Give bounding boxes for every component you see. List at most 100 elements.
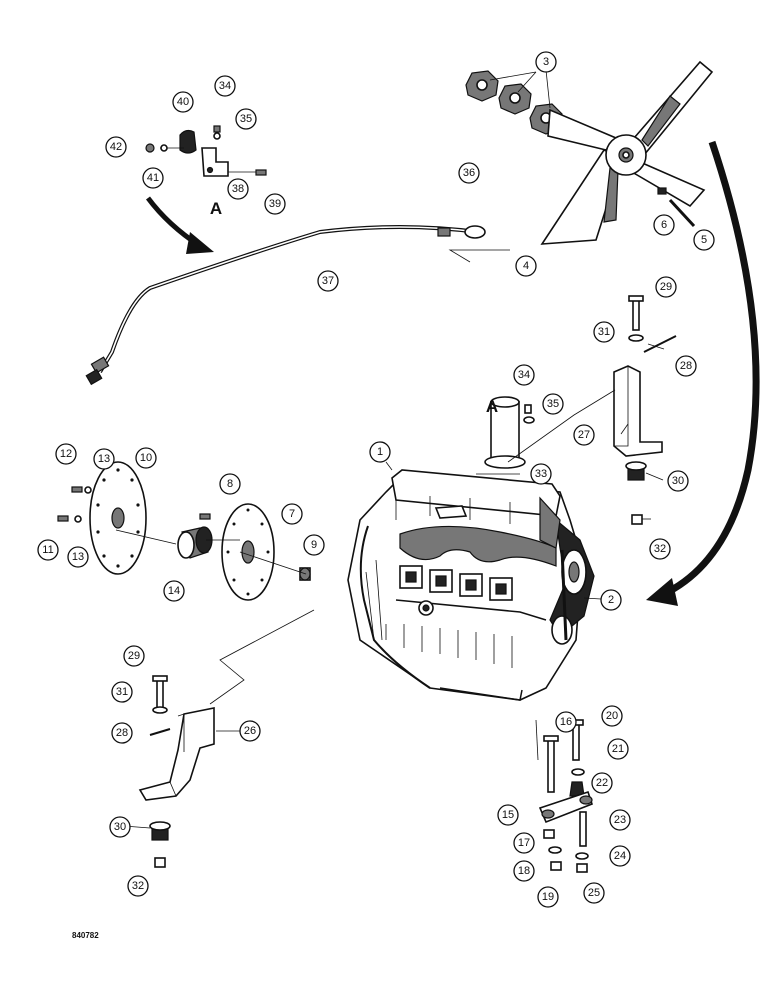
callout-22: 22: [591, 772, 613, 794]
svg-text:30: 30: [672, 475, 684, 487]
callout-14: 14: [163, 580, 185, 602]
leader-lines: [115, 69, 665, 829]
callout-30a: 30: [667, 470, 689, 492]
svg-text:31: 31: [116, 686, 128, 698]
callout-25: 25: [583, 882, 605, 904]
svg-text:27: 27: [578, 429, 590, 441]
callout-23: 23: [609, 809, 631, 831]
callout-34b: 34: [513, 364, 535, 386]
callout-29a: 29: [655, 276, 677, 298]
engine-block: [347, 469, 595, 701]
callout-1: 1: [369, 441, 391, 463]
svg-text:16: 16: [560, 716, 572, 728]
svg-text:25: 25: [588, 887, 600, 899]
dipstick-bracket: [145, 125, 267, 177]
svg-text:4: 4: [523, 260, 529, 272]
callout-17: 17: [513, 832, 535, 854]
svg-text:10: 10: [140, 452, 152, 464]
svg-text:20: 20: [606, 710, 618, 722]
callout-35b: 35: [542, 393, 564, 415]
svg-text:7: 7: [289, 508, 295, 520]
svg-text:35: 35: [240, 113, 252, 125]
callout-5: 5: [693, 229, 715, 251]
left-curved-arrow: [145, 196, 214, 254]
callout-38: 38: [227, 178, 249, 200]
callout-30b: 30: [109, 816, 131, 838]
callout-31b: 31: [111, 681, 133, 703]
svg-text:33: 33: [535, 468, 547, 480]
svg-text:32: 32: [654, 543, 666, 555]
svg-text:37: 37: [322, 275, 334, 287]
svg-text:15: 15: [502, 809, 514, 821]
callout-36: 36: [458, 162, 480, 184]
svg-text:41: 41: [147, 172, 159, 184]
fan-spacers: [465, 70, 563, 135]
view-label-a-upper: A: [210, 199, 222, 218]
lower-mount-hardware: [538, 719, 593, 873]
svg-text:5: 5: [701, 234, 707, 246]
callout-18: 18: [513, 860, 535, 882]
dipstick-tube: [85, 225, 486, 386]
svg-text:42: 42: [110, 141, 122, 153]
callout-40: 40: [172, 91, 194, 113]
callout-32b: 32: [127, 875, 149, 897]
svg-text:8: 8: [227, 478, 233, 490]
callout-3: 3: [535, 51, 557, 73]
svg-text:29: 29: [128, 650, 140, 662]
svg-text:40: 40: [177, 96, 189, 108]
svg-text:22: 22: [596, 777, 608, 789]
svg-text:13: 13: [72, 551, 84, 563]
flywheel-plate: [89, 461, 147, 575]
drive-hub: [177, 526, 213, 559]
callout-34a: 34: [214, 75, 236, 97]
callout-2: 2: [600, 589, 622, 611]
callout-32a: 32: [649, 538, 671, 560]
svg-text:12: 12: [60, 448, 72, 460]
svg-text:18: 18: [518, 865, 530, 877]
tube-33: [484, 396, 535, 469]
svg-text:30: 30: [114, 821, 126, 833]
svg-text:2: 2: [608, 594, 614, 606]
svg-text:23: 23: [614, 814, 626, 826]
callout-15: 15: [497, 804, 519, 826]
svg-text:32: 32: [132, 880, 144, 892]
svg-text:28: 28: [680, 360, 692, 372]
callout-31a: 31: [593, 321, 615, 343]
svg-text:17: 17: [518, 837, 530, 849]
svg-text:1: 1: [377, 446, 383, 458]
callout-19: 19: [537, 886, 559, 908]
svg-text:31: 31: [598, 326, 610, 338]
callout-35a: 35: [235, 108, 257, 130]
svg-text:9: 9: [311, 539, 317, 551]
svg-text:38: 38: [232, 183, 244, 195]
callout-33: 33: [530, 463, 552, 485]
callout-28b: 28: [111, 722, 133, 744]
callout-26: 26: [239, 720, 261, 742]
svg-text:24: 24: [614, 850, 626, 862]
callout-10: 10: [135, 447, 157, 469]
drive-plate: [221, 503, 311, 601]
svg-text:19: 19: [542, 891, 554, 903]
callout-37: 37: [317, 270, 339, 292]
svg-text:21: 21: [612, 743, 624, 755]
svg-text:29: 29: [660, 281, 672, 293]
callout-39: 39: [264, 193, 286, 215]
svg-text:35: 35: [547, 398, 559, 410]
svg-text:26: 26: [244, 725, 256, 737]
callout-6: 6: [653, 214, 675, 236]
engine-mount-bracket-right: [613, 295, 677, 525]
callout-29b: 29: [123, 645, 145, 667]
engine-mount-bracket-left: [138, 675, 215, 868]
callout-16: 16: [555, 711, 577, 733]
svg-text:28: 28: [116, 727, 128, 739]
reference-code: 840782: [72, 931, 99, 940]
svg-text:11: 11: [42, 544, 53, 556]
view-label-a-lower: A: [486, 397, 498, 416]
svg-text:34: 34: [219, 80, 231, 92]
callout-7: 7: [281, 503, 303, 525]
engine-side-panels: [399, 565, 513, 601]
callout-13b: 13: [67, 546, 89, 568]
callout-13a: 13: [93, 448, 115, 470]
svg-text:3: 3: [543, 56, 549, 68]
callout-42: 42: [105, 136, 127, 158]
